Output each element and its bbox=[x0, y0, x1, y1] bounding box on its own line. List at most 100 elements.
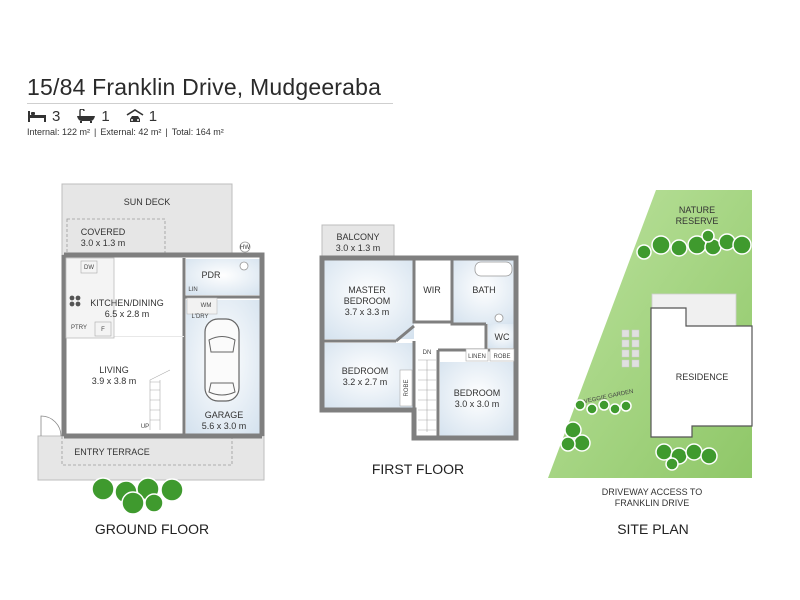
covered-label: COVERED bbox=[81, 227, 126, 237]
living-dimension: 3.9 x 3.8 m bbox=[92, 376, 137, 386]
title-divider bbox=[27, 103, 393, 104]
entry-door-swing bbox=[40, 415, 62, 437]
paving-grid bbox=[621, 329, 640, 368]
property-title: 15/84 Franklin Drive, Mudgeeraba bbox=[27, 74, 382, 100]
wir-room bbox=[416, 274, 450, 320]
fridge-space bbox=[94, 321, 112, 337]
entry-terrace-label: ENTRY TERRACE bbox=[74, 447, 150, 457]
site-plan-caption: SITE PLAN bbox=[617, 521, 689, 537]
balcony-label: BALCONY bbox=[336, 232, 379, 242]
area-separator: | bbox=[94, 127, 97, 137]
master-bedroom bbox=[322, 258, 414, 339]
kitchen-dimension: 6.5 x 2.8 m bbox=[105, 309, 150, 319]
wc-label: WC bbox=[495, 332, 510, 342]
reserve-label: RESERVE bbox=[676, 216, 719, 226]
bed-icon bbox=[28, 111, 46, 122]
living-label: LIVING bbox=[99, 365, 129, 375]
external-area: External: 42 m² bbox=[100, 127, 162, 137]
internal-area: Internal: 122 m² bbox=[27, 127, 91, 137]
first-floor-outer-walls bbox=[319, 255, 519, 441]
garage-icon bbox=[126, 108, 144, 122]
covered-dimension: 3.0 x 1.3 m bbox=[81, 238, 126, 248]
nature-label: NATURE bbox=[679, 205, 715, 215]
total-area: Total: 164 m² bbox=[171, 127, 224, 137]
laundry-bench bbox=[186, 297, 218, 315]
fridge-label: F bbox=[101, 327, 105, 333]
car-spaces-count: 1 bbox=[148, 107, 158, 125]
site-trees-bottom bbox=[655, 443, 718, 471]
first-floor-internal-walls bbox=[322, 258, 516, 438]
washing-machine-label: WM bbox=[201, 303, 212, 309]
garage-label: GARAGE bbox=[205, 410, 244, 420]
pantry-label: PTRY bbox=[71, 325, 87, 331]
stair-well bbox=[414, 356, 438, 438]
bedroom-3-label: BEDROOM bbox=[454, 388, 501, 398]
linen-label: LIN bbox=[188, 287, 197, 293]
stairs-down-label: DN bbox=[423, 350, 432, 356]
sun-deck bbox=[61, 183, 233, 256]
hot-water-label: HW bbox=[240, 245, 250, 251]
site-plan: NATURE RESERVE RESIDENCE VEGGIE GARDEN D… bbox=[548, 190, 753, 508]
first-floor-caption: FIRST FLOOR bbox=[371, 461, 465, 477]
master-label: MASTER bbox=[348, 285, 386, 295]
bathtub-icon bbox=[77, 109, 96, 123]
bathtub bbox=[474, 261, 513, 277]
entry-terrace bbox=[37, 435, 265, 481]
robe-label: ROBE bbox=[493, 354, 510, 360]
car-icon bbox=[204, 318, 240, 402]
laundry-label: L'DRY bbox=[191, 314, 208, 320]
stairs-up-label: UP bbox=[141, 424, 149, 430]
ground-floor-caption: GROUND FLOOR bbox=[94, 521, 210, 537]
kitchen-label: KITCHEN/DINING bbox=[90, 298, 164, 308]
garage-dimension: 5.6 x 3.0 m bbox=[202, 421, 247, 431]
bathrooms-feature: 1 bbox=[76, 107, 110, 125]
robe-cupboard bbox=[489, 348, 515, 362]
area-separator: | bbox=[165, 127, 168, 137]
bedroom-2-dimension: 3.2 x 2.7 m bbox=[343, 377, 388, 387]
area-summary: Internal: 122 m²|External: 42 m²|Total: … bbox=[27, 127, 224, 137]
toilet-icon bbox=[239, 261, 249, 271]
ground-floor-plan: SUN DECK COVERED 3.0 x 1.3 m KITCHEN/DIN… bbox=[37, 183, 265, 515]
bedroom-2 bbox=[322, 343, 414, 410]
first-floor-stairs bbox=[418, 359, 436, 432]
dw-label: DW bbox=[84, 265, 94, 271]
master-label-2: BEDROOM bbox=[344, 296, 391, 306]
bedrooms-count: 3 bbox=[52, 107, 61, 125]
bedroom-2-label: BEDROOM bbox=[342, 366, 389, 376]
cooktop-icon bbox=[69, 295, 81, 307]
ground-floor-stairs bbox=[149, 369, 171, 430]
wir-label: WIR bbox=[423, 285, 441, 295]
site-trees-top bbox=[636, 229, 752, 260]
driveway-label-1: DRIVEWAY ACCESS TO bbox=[602, 487, 703, 497]
ground-floor-walls bbox=[61, 252, 265, 439]
ground-floor-trees bbox=[91, 477, 184, 515]
ground-floor-internal-walls bbox=[182, 258, 262, 434]
pdr-label: PDR bbox=[201, 270, 221, 280]
first-floor-plan: BALCONY 3.0 x 1.3 m MASTER BEDROOM 3.7 x… bbox=[319, 224, 519, 441]
bedrooms-feature: 3 bbox=[27, 108, 60, 125]
feature-icons: 3 1 1 bbox=[27, 106, 173, 126]
dishwasher bbox=[80, 260, 98, 274]
site-trees-left bbox=[560, 399, 632, 452]
bath-label: BATH bbox=[472, 285, 495, 295]
car-spaces-feature: 1 bbox=[126, 108, 157, 125]
bedroom-2-robe-label: ROBE bbox=[404, 379, 410, 396]
master-dimension: 3.7 x 3.3 m bbox=[345, 307, 390, 317]
wc-room bbox=[488, 324, 516, 348]
linen-cupboard bbox=[465, 348, 489, 362]
wc-toilet bbox=[494, 313, 504, 323]
hot-water-icon bbox=[239, 241, 251, 253]
sun-deck-label: SUN DECK bbox=[124, 197, 171, 207]
hall-angled-wall bbox=[395, 324, 415, 343]
linen-label: LINEN bbox=[468, 354, 486, 360]
residence-label: RESIDENCE bbox=[676, 372, 729, 382]
bedroom-2-robe bbox=[399, 369, 413, 407]
balcony-dimension: 3.0 x 1.3 m bbox=[336, 243, 381, 253]
bedroom-3 bbox=[440, 362, 516, 438]
residence-building bbox=[650, 307, 753, 438]
bedroom-3-dimension: 3.0 x 3.0 m bbox=[455, 399, 500, 409]
bathrooms-count: 1 bbox=[101, 107, 110, 125]
living-kitchen-divider bbox=[66, 336, 184, 337]
driveway-label-2: FRANKLIN DRIVE bbox=[615, 498, 690, 508]
